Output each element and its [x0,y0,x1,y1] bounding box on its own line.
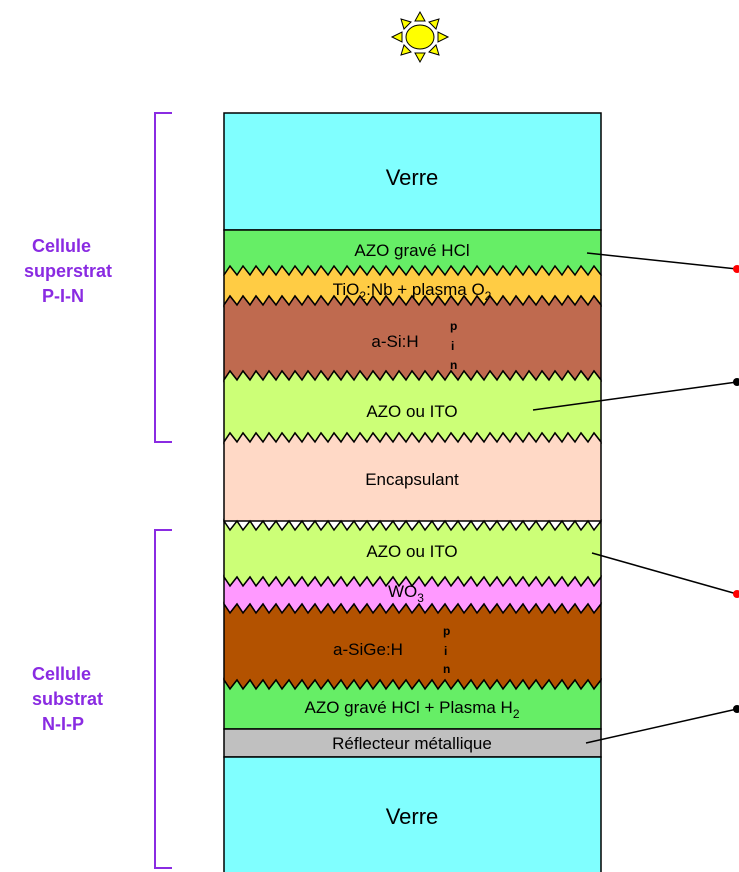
asige-i-label: i [444,644,447,658]
reflector-label: Réflecteur métallique [332,734,492,753]
tco-bottom-label: AZO ou ITO [366,542,457,561]
substrat-bracket [154,529,172,869]
connector-dot-black-1 [733,378,739,386]
connector-line-reflector [585,708,738,744]
azo-h2-label: AZO gravé HCl + Plasma H2 [305,698,520,721]
superstrat-line2: superstrat [24,261,112,281]
tco-top-label: AZO ou ITO [366,402,457,421]
connector-dot-red-1 [733,265,739,273]
asige-n-label: n [443,662,450,676]
azo-h2-layer [223,677,602,730]
asi-p-label: p [450,319,457,333]
connector-line-azo-hcl [586,252,738,270]
substrat-line1: Cellule [32,664,91,684]
connector-dot-black-2 [733,705,739,713]
tio2-sub1: 2 [359,289,366,303]
superstrat-line3: P-I-N [42,286,84,306]
glass-bottom-layer [223,756,602,872]
sun-icon [390,10,450,64]
superstrat-bracket [154,112,172,443]
azo-hcl-label: AZO gravé HCl [354,241,469,260]
substrat-line2: substrat [32,689,103,709]
tio2-prefix: TiO [333,280,360,299]
connector-line-tco-bottom [591,552,738,595]
tio2-label: TiO2:Nb + plasma O2 [333,280,492,303]
asige-p-label: p [443,624,450,638]
connector-dot-red-2 [733,590,739,598]
wo3-label: WO3 [388,582,424,605]
wo3-prefix: WO [388,582,417,601]
glass-top-layer [223,112,602,231]
azo-h2-sub: 2 [513,707,520,721]
asi-n-label: n [450,358,457,372]
wo3-sub: 3 [417,591,424,605]
reflector-layer [223,728,602,758]
glass-top-label: Verre [386,165,439,190]
substrat-line3: N-I-P [42,714,84,734]
glass-bottom-label: Verre [386,804,439,829]
superstrat-line1: Cellule [32,236,91,256]
encapsulant-layer [223,431,602,522]
azo-h2-prefix: AZO gravé HCl + Plasma H [305,698,513,717]
tio2-sub2: 2 [485,289,492,303]
tio2-mid: :Nb + plasma O [366,280,485,299]
asige-layer [223,601,602,691]
encapsulant-label: Encapsulant [365,470,459,489]
connector-line-tco-top [532,381,738,411]
asige-label: a-SiGe:H [333,640,403,659]
asi-label: a-Si:H [371,332,418,351]
asi-i-label: i [451,339,454,353]
